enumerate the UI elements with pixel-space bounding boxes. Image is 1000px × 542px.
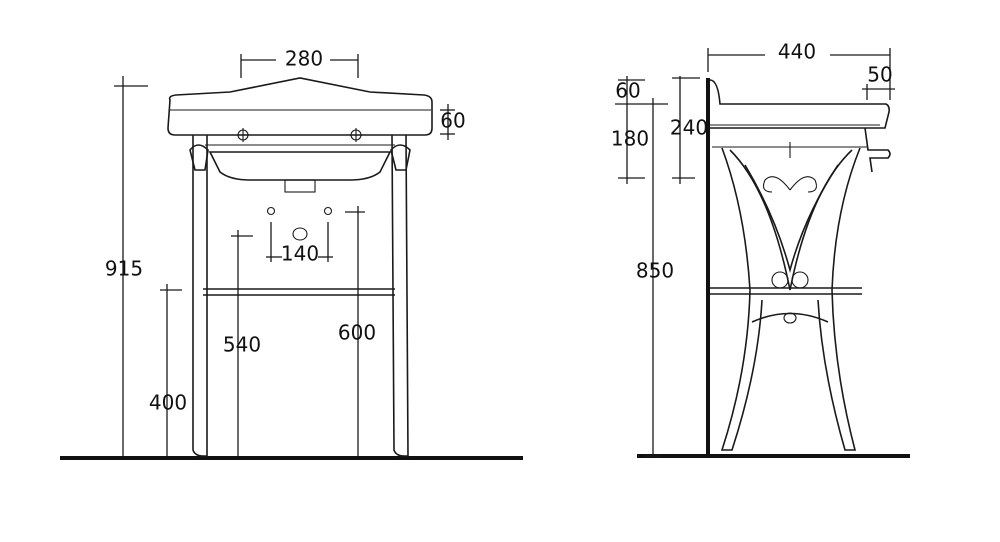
dim-280: 280 <box>285 47 323 71</box>
dim-60-front: 60 <box>440 109 465 133</box>
dim-240: 240 <box>670 116 708 140</box>
dim-540: 540 <box>223 333 261 357</box>
dimension-lines-front <box>114 54 455 456</box>
dim-915: 915 <box>105 257 143 281</box>
dim-400: 400 <box>149 391 187 415</box>
dim-180: 180 <box>611 127 649 151</box>
side-view: 440 50 60 180 240 850 <box>611 40 910 458</box>
dim-600: 600 <box>338 321 376 345</box>
stand-legs-front <box>189 134 411 457</box>
dim-60-side: 60 <box>615 79 640 103</box>
front-view: 915 400 540 600 280 60 140 <box>60 47 523 460</box>
dim-440: 440 <box>778 40 816 64</box>
basin-side <box>709 79 891 173</box>
dim-50: 50 <box>867 63 892 87</box>
dimension-lines-side <box>615 48 895 457</box>
dim-140: 140 <box>281 242 319 266</box>
dim-850: 850 <box>636 259 674 283</box>
basin-front <box>167 77 433 241</box>
ornate-stand-side <box>710 147 862 451</box>
